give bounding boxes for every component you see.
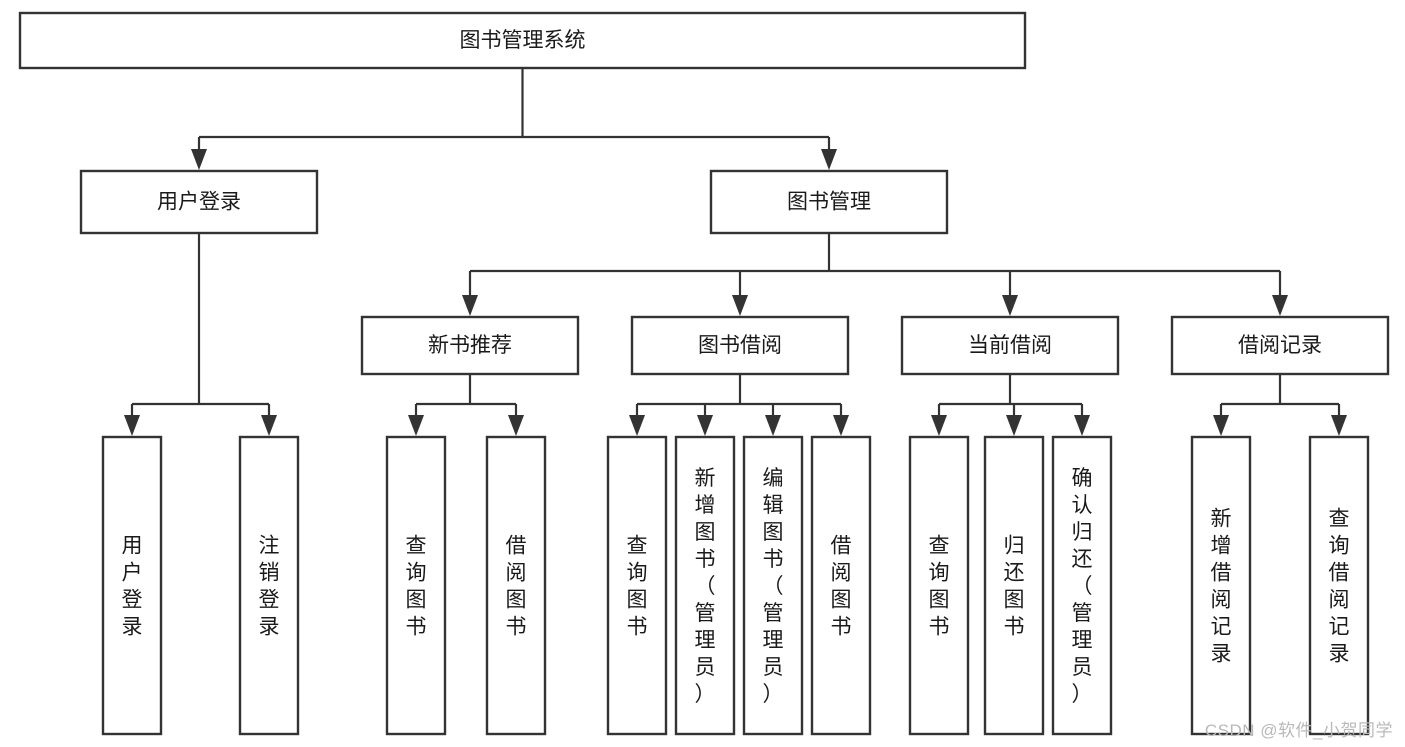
connector-group	[124, 233, 277, 436]
node-box	[606, 435, 668, 736]
arrow-head-icon	[1006, 415, 1022, 436]
node-label: 借阅记录	[1238, 334, 1322, 357]
node-book-manage[interactable]: 图书管理	[709, 169, 949, 235]
connector-layer	[124, 68, 1347, 436]
connector-group	[191, 68, 837, 170]
node-box	[810, 435, 872, 736]
arrow-head-icon	[697, 415, 713, 436]
node-label: 注销登录	[259, 535, 280, 639]
node-leaf-return-book[interactable]: 归还图书	[983, 435, 1045, 736]
node-layer: 图书管理系统用户登录图书管理新书推荐图书借阅当前借阅借阅记录用户登录注销登录查询…	[18, 11, 1390, 736]
node-box	[1190, 435, 1252, 736]
arrow-head-icon	[765, 415, 781, 436]
node-leaf-user-logout[interactable]: 注销登录	[238, 435, 300, 736]
node-box	[1170, 315, 1390, 376]
node-box	[742, 435, 804, 736]
node-label: 图书管理	[787, 191, 871, 214]
node-box	[1308, 435, 1370, 736]
node-box	[908, 435, 970, 736]
node-box	[900, 315, 1120, 376]
node-box	[674, 435, 736, 736]
arrow-head-icon	[408, 415, 424, 436]
arrow-head-icon	[1272, 295, 1288, 316]
node-label: 用户登录	[157, 191, 241, 214]
arrow-head-icon	[124, 415, 140, 436]
node-label: 图书管理系统	[460, 29, 586, 52]
node-book-borrow[interactable]: 图书借阅	[630, 315, 850, 376]
node-label: 查询图书	[406, 535, 427, 639]
node-box	[360, 315, 580, 376]
node-leaf-query-borrow-record[interactable]: 查询借阅记录	[1308, 435, 1370, 736]
node-box	[101, 435, 163, 736]
node-leaf-add-borrow-record[interactable]: 新增借阅记录	[1190, 435, 1252, 736]
arrow-head-icon	[1074, 415, 1090, 436]
arrow-head-icon	[1002, 295, 1018, 316]
arrow-head-icon	[629, 415, 645, 436]
connector-group	[1213, 374, 1347, 436]
node-label: 查询图书	[929, 535, 950, 639]
node-box	[709, 169, 949, 235]
node-leaf-query-book-3[interactable]: 查询图书	[908, 435, 970, 736]
node-label: 查询图书	[627, 535, 648, 639]
watermark-label: CSDN @软件_小贺同学	[1204, 721, 1393, 740]
arrow-head-icon	[931, 415, 947, 436]
arrow-head-icon	[1213, 415, 1229, 436]
node-box	[630, 315, 850, 376]
node-current-borrow[interactable]: 当前借阅	[900, 315, 1120, 376]
node-box	[238, 435, 300, 736]
node-box	[983, 435, 1045, 736]
node-borrow-record[interactable]: 借阅记录	[1170, 315, 1390, 376]
arrow-head-icon	[1331, 415, 1347, 436]
node-label: 新增图书（管理员）	[695, 467, 716, 706]
connector-group	[408, 374, 524, 436]
node-box	[18, 11, 1027, 70]
node-box	[485, 435, 547, 736]
node-label: 编辑图书（管理员）	[763, 467, 784, 706]
connector-group	[629, 374, 849, 436]
node-leaf-query-book-2[interactable]: 查询图书	[606, 435, 668, 736]
arrow-head-icon	[508, 415, 524, 436]
node-box	[79, 169, 319, 235]
arrow-head-icon	[833, 415, 849, 436]
node-leaf-confirm-return-admin[interactable]: 确认归还（管理员）	[1051, 435, 1113, 736]
node-label: 图书借阅	[698, 334, 782, 357]
node-root[interactable]: 图书管理系统	[18, 11, 1027, 70]
connector-group	[462, 233, 1288, 316]
node-label: 借阅图书	[831, 535, 852, 639]
node-label: 新增借阅记录	[1211, 508, 1232, 666]
connector-group	[931, 374, 1090, 436]
node-label: 确认归还（管理员）	[1072, 467, 1093, 706]
node-label: 查询借阅记录	[1329, 508, 1350, 666]
node-label: 归还图书	[1004, 535, 1025, 639]
arrow-head-icon	[261, 415, 277, 436]
node-leaf-borrow-book-1[interactable]: 借阅图书	[485, 435, 547, 736]
node-leaf-borrow-book-2[interactable]: 借阅图书	[810, 435, 872, 736]
arrow-head-icon	[191, 149, 207, 170]
node-box	[1051, 435, 1113, 736]
node-label: 借阅图书	[506, 535, 527, 639]
node-label: 当前借阅	[968, 334, 1052, 357]
node-leaf-add-book-admin[interactable]: 新增图书（管理员）	[674, 435, 736, 736]
node-leaf-query-book-1[interactable]: 查询图书	[385, 435, 447, 736]
node-box	[385, 435, 447, 736]
node-leaf-user-login[interactable]: 用户登录	[101, 435, 163, 736]
node-label: 新书推荐	[428, 334, 512, 357]
node-label: 用户登录	[122, 535, 143, 639]
arrow-head-icon	[821, 149, 837, 170]
node-user-login[interactable]: 用户登录	[79, 169, 319, 235]
arrow-head-icon	[732, 295, 748, 316]
node-new-book-recommend[interactable]: 新书推荐	[360, 315, 580, 376]
node-leaf-edit-book-admin[interactable]: 编辑图书（管理员）	[742, 435, 804, 736]
arrow-head-icon	[462, 295, 478, 316]
